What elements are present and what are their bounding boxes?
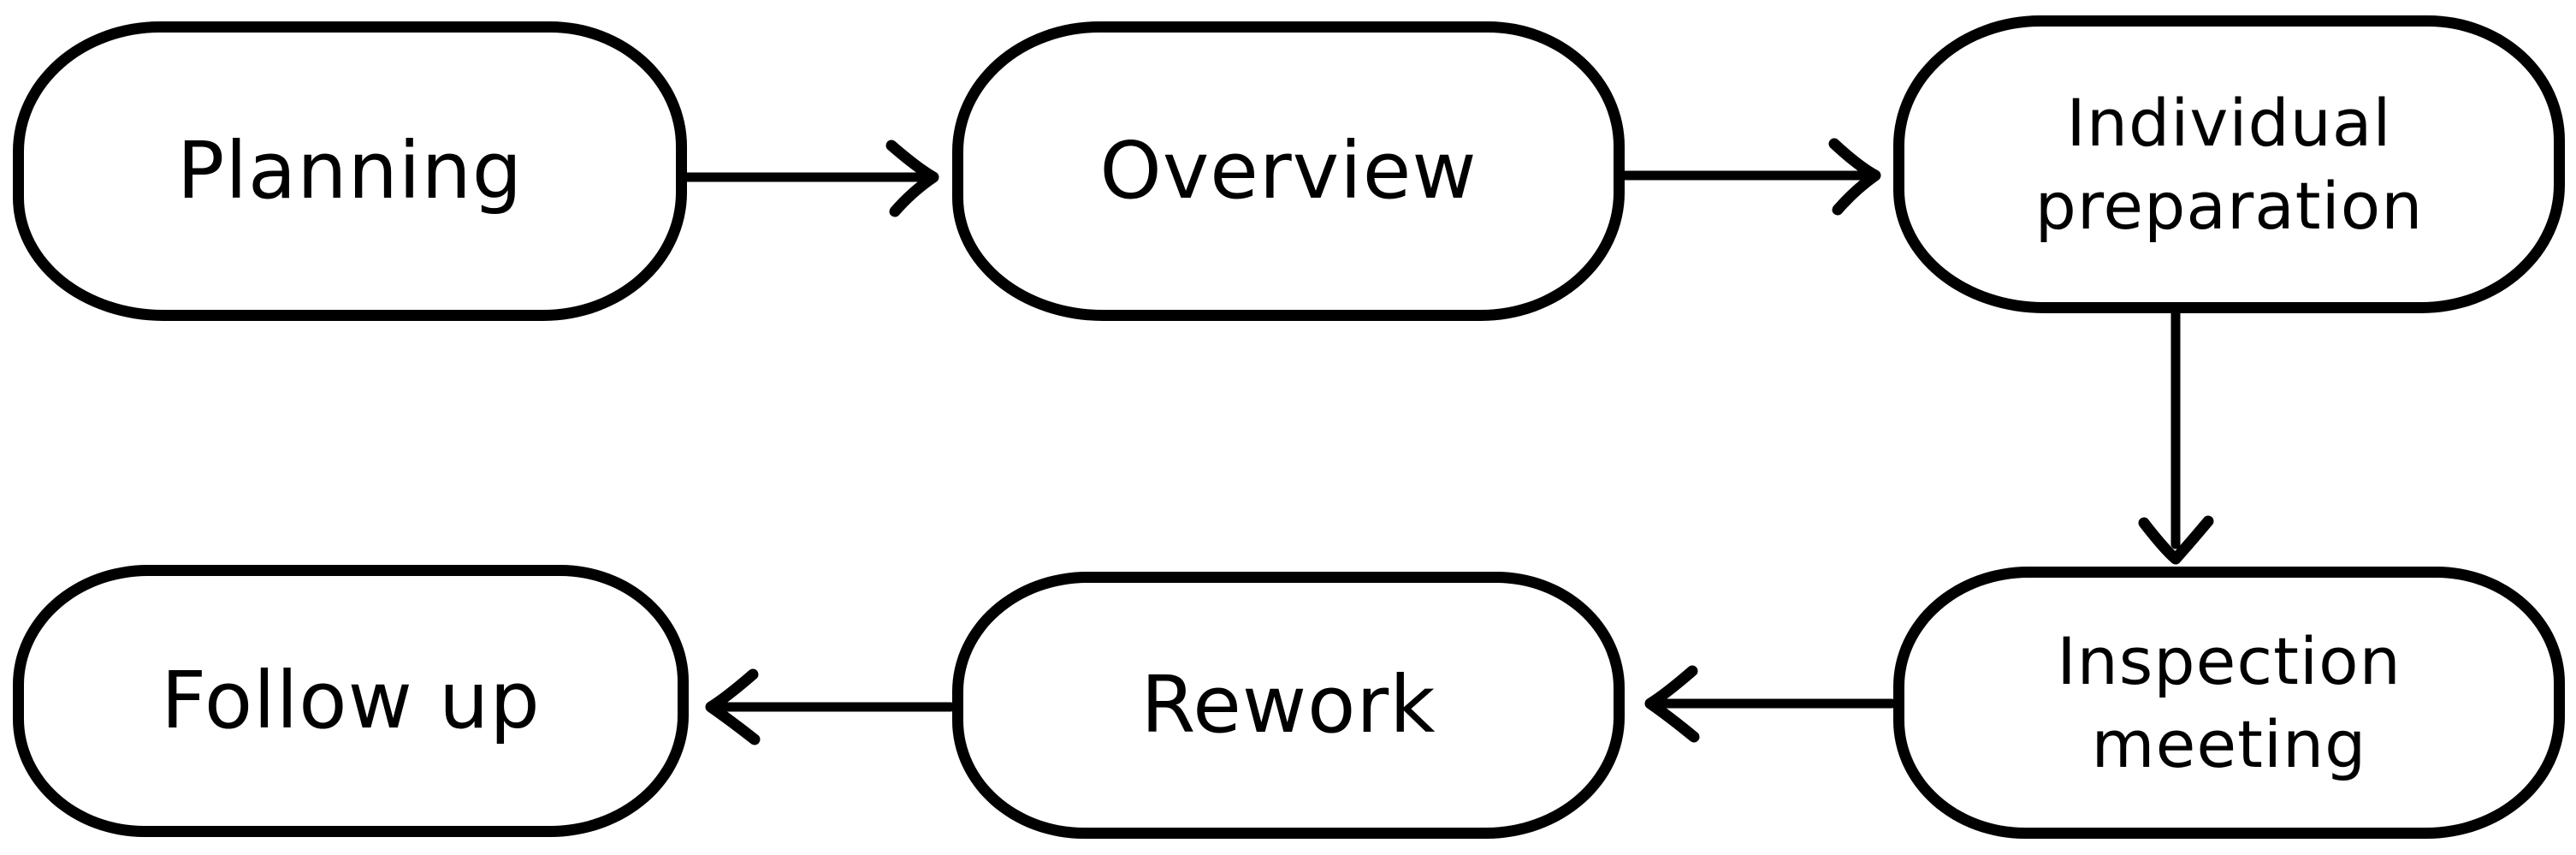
node-overview-label: Overview: [1099, 125, 1477, 217]
arrow-individual-preparation-to-inspection-meeting: [2138, 306, 2214, 565]
arrowhead-right-icon: [885, 140, 939, 217]
arrowhead-left-icon: [1644, 665, 1700, 743]
node-inspection-meeting-label: Inspection meeting: [2057, 622, 2401, 782]
node-individual-preparation: Individual preparation: [1893, 15, 2565, 313]
node-overview: Overview: [952, 21, 1625, 321]
arrow-inspection-meeting-to-rework: [1644, 665, 1897, 743]
node-individual-preparation-label: Individual preparation: [2034, 84, 2424, 244]
arrow-planning-to-overview: [681, 140, 939, 217]
node-inspection-meeting: Inspection meeting: [1893, 567, 2565, 839]
node-follow-up-label: Follow up: [161, 655, 541, 747]
node-follow-up: Follow up: [13, 565, 689, 837]
node-rework-label: Rework: [1140, 659, 1436, 751]
arrowhead-left-icon: [705, 668, 761, 745]
arrow-overview-to-individual-preparation: [1620, 138, 1881, 216]
arrowhead-down-icon: [2138, 515, 2214, 565]
node-rework: Rework: [952, 572, 1625, 839]
arrowhead-right-icon: [1828, 138, 1881, 216]
arrow-rework-to-follow-up: [705, 668, 956, 745]
node-planning-label: Planning: [176, 125, 524, 217]
node-planning: Planning: [13, 21, 687, 321]
